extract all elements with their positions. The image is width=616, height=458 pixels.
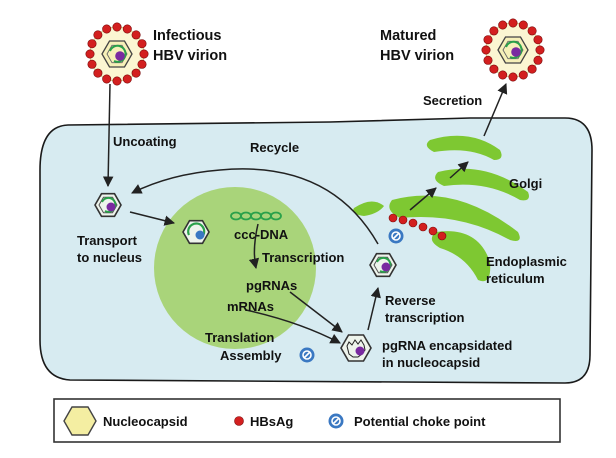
golgi-stack-1 xyxy=(426,135,502,160)
golgi-stack-3 xyxy=(389,195,520,241)
nucleocapsid-reverse-transcription-icon xyxy=(369,252,397,278)
uncoating-label: Uncoating xyxy=(113,134,177,149)
ccc-dna-label: ccc-DNA xyxy=(234,227,289,242)
legend-hbsag-icon xyxy=(234,416,244,426)
arrow-pgrna-encapsidation xyxy=(289,291,343,333)
arrow-uncoating xyxy=(102,83,114,188)
matured-label-2: HBV virion xyxy=(380,48,454,64)
infectious-label-1: Infectious xyxy=(153,28,221,44)
arrow-to-golgi-1 xyxy=(409,187,437,211)
arrow-transport xyxy=(129,211,176,226)
recycle-label: Recycle xyxy=(250,140,299,155)
pgrnas-label: pgRNAs xyxy=(246,278,297,293)
pgrna-encapsidated-label-1: pgRNA encapsidated xyxy=(382,338,512,353)
infectious-label-2: HBV virion xyxy=(153,48,227,64)
legend-box xyxy=(53,398,561,443)
hbsag-on-er xyxy=(388,213,447,241)
choke-point-assembly-icon xyxy=(298,346,316,364)
ccc-dna-icon xyxy=(230,211,282,221)
arrow-transcription xyxy=(248,223,260,270)
er-label-2: reticulum xyxy=(486,271,545,286)
translation-label: Translation xyxy=(205,330,274,345)
arrow-reverse-transcription xyxy=(367,286,381,331)
nucleocapsid-cytoplasm-icon xyxy=(94,192,122,218)
transport-label-2: to nucleus xyxy=(77,250,142,265)
matured-label-1: Matured xyxy=(380,28,436,44)
golgi-stack-2 xyxy=(435,168,529,201)
transport-label-1: Transport xyxy=(77,233,138,248)
endoplasmic-reticulum xyxy=(431,231,491,282)
legend-choke-point-icon xyxy=(327,412,345,430)
golgi-label: Golgi xyxy=(509,176,542,191)
mrnas-label: mRNAs xyxy=(227,299,274,314)
assembly-label: Assembly xyxy=(220,348,282,363)
legend-hbsag-label: HBsAg xyxy=(250,414,293,429)
infectious-virion-icon xyxy=(84,21,150,87)
er-label-1: Endoplasmic xyxy=(486,254,567,269)
legend-choke-point-label: Potential choke point xyxy=(354,414,486,429)
nucleocapsid-pore-icon xyxy=(182,219,210,245)
pgrna-encapsidated-label-2: in nucleocapsid xyxy=(382,355,480,370)
secretion-label: Secretion xyxy=(423,93,482,108)
nucleus xyxy=(154,187,316,349)
arrow-translation-assembly xyxy=(245,309,341,344)
er-cap xyxy=(353,201,384,216)
legend-nucleocapsid-label: Nucleocapsid xyxy=(103,414,188,429)
nucleocapsid-encapsidated-icon xyxy=(340,334,372,362)
legend: Nucleocapsid HBsAg Potential choke point xyxy=(53,398,561,443)
reverse-label-1: Reverse xyxy=(385,293,436,308)
arrow-to-golgi-2 xyxy=(449,161,469,179)
choke-point-er-icon xyxy=(387,227,405,245)
arrow-secretion xyxy=(483,83,508,137)
arrow-recycle xyxy=(131,168,379,245)
transcription-label: Transcription xyxy=(262,250,344,265)
matured-virion-icon xyxy=(480,17,546,83)
legend-nucleocapsid-icon xyxy=(63,406,97,436)
reverse-label-2: transcription xyxy=(385,310,465,325)
